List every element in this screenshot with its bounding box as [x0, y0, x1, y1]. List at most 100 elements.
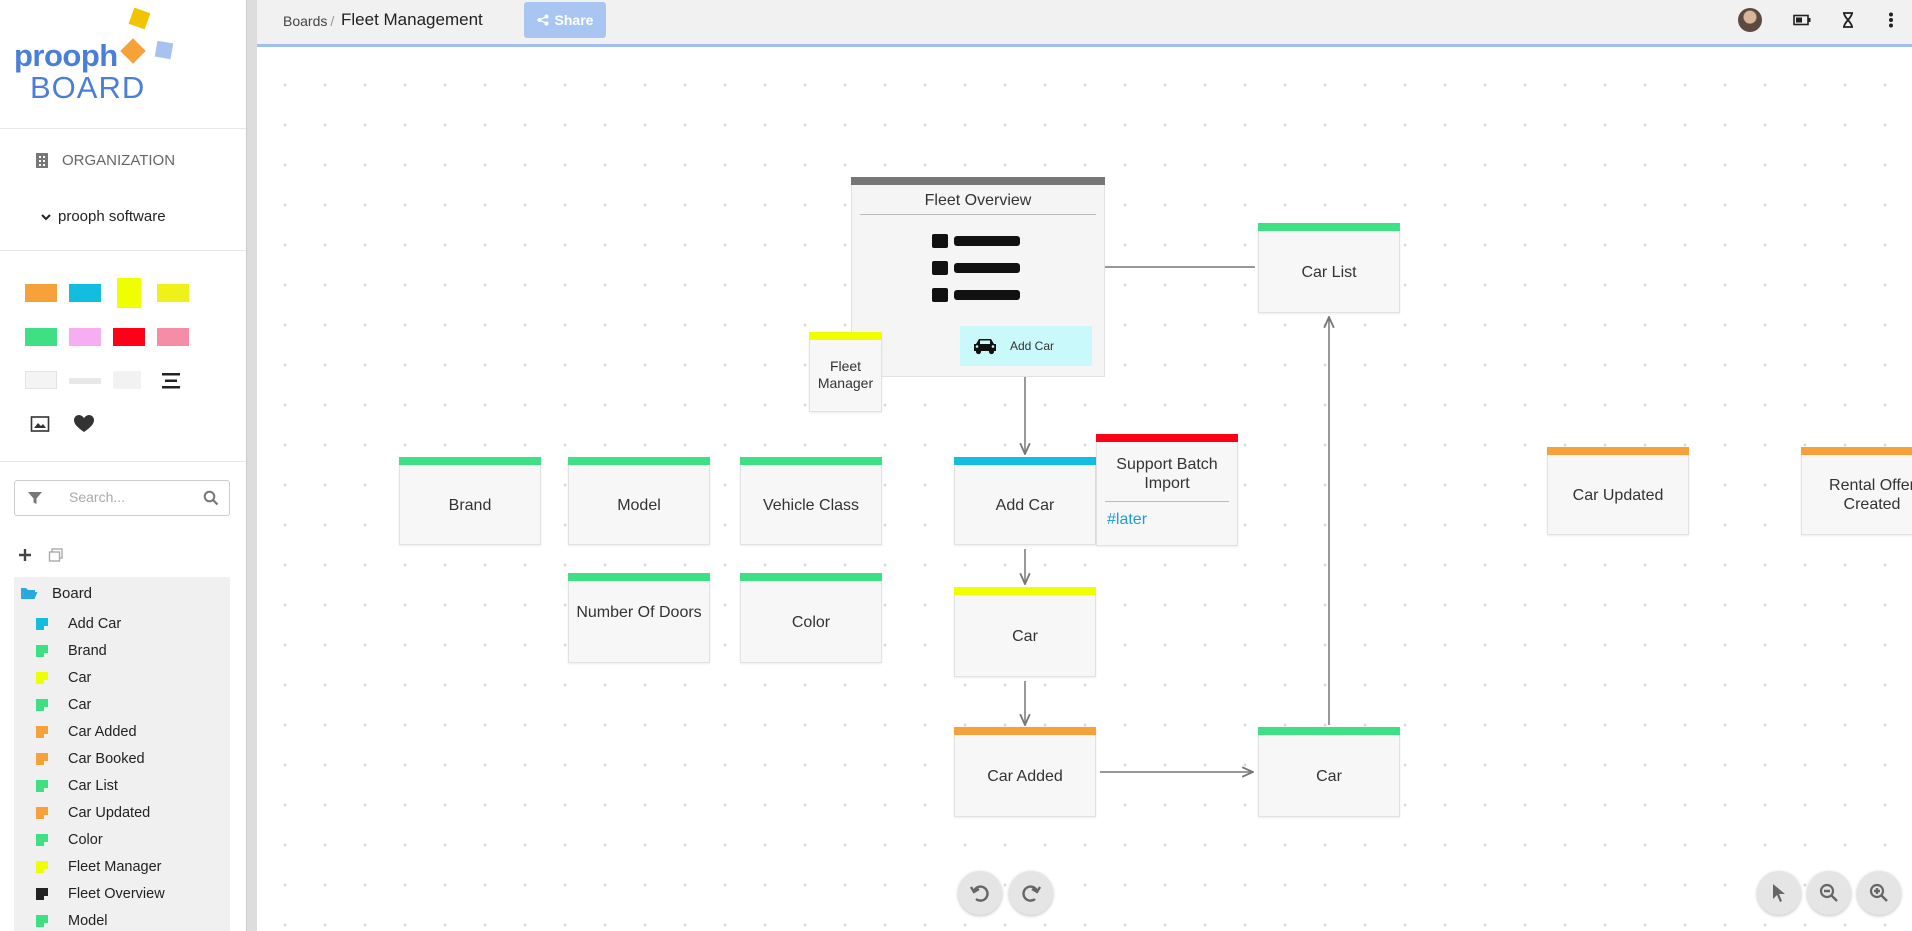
undo-button[interactable] [958, 871, 1002, 915]
logo-square-blue [154, 40, 174, 60]
share-button[interactable]: Share [524, 2, 606, 38]
aggregate-card-label: Car [1012, 627, 1038, 645]
palette-frame-element[interactable] [113, 371, 141, 389]
info-card-brand[interactable]: Brand [399, 457, 541, 545]
info-card-label: Car [1316, 767, 1342, 785]
palette-hotspot-sticky[interactable] [113, 328, 145, 346]
palette-role-sticky[interactable] [157, 284, 189, 302]
palette-event-sticky[interactable] [25, 284, 57, 302]
info-card-bar [568, 457, 710, 465]
sticky-note-icon [36, 699, 48, 711]
battery-icon[interactable] [1793, 14, 1811, 26]
later-tag[interactable]: #later [1107, 511, 1148, 528]
filter-icon[interactable] [27, 490, 43, 506]
tree-root-board[interactable]: Board [20, 581, 92, 605]
building-icon [36, 153, 48, 168]
tree-item[interactable]: Car [36, 694, 91, 716]
search-icon[interactable] [203, 490, 219, 506]
chevron-down-icon [41, 213, 51, 220]
organization-link[interactable]: ORGANIZATION [36, 152, 175, 169]
align-center-icon[interactable] [160, 371, 182, 391]
tree-item-label: Car List [68, 778, 118, 794]
hotspot-card-separator [1105, 501, 1229, 502]
heart-icon[interactable] [73, 414, 95, 434]
board-canvas[interactable]: Fleet Overview Add Car Fleet Manager Bra… [257, 47, 1912, 931]
event-card-car-updated[interactable]: Car Updated [1547, 447, 1689, 535]
add-car-ui-button-label: Add Car [1010, 339, 1055, 353]
zoom-in-icon [1869, 883, 1888, 902]
hotspot-card-support-batch-import[interactable]: Support Batch Import #later [1096, 434, 1238, 546]
hotspot-card-label: Support Batch Import [1116, 456, 1218, 492]
info-card-label: Car List [1301, 263, 1357, 281]
palette-aggregate-sticky[interactable] [117, 278, 141, 308]
tree-item[interactable]: Brand [36, 640, 107, 662]
add-car-ui-button[interactable]: Add Car [960, 326, 1092, 366]
event-card-bar [954, 727, 1096, 735]
fleet-overview-separator [860, 214, 1096, 215]
redo-button[interactable] [1009, 871, 1053, 915]
tree-item-label: Car Updated [68, 805, 151, 821]
hourglass-icon[interactable] [1842, 12, 1854, 28]
tree-item[interactable]: Color [36, 829, 103, 851]
tree-item[interactable]: Car Added [36, 721, 137, 743]
tree-item[interactable]: Add Car [36, 613, 121, 635]
palette-free-text-sticky[interactable] [25, 371, 57, 389]
tree-item[interactable]: Fleet Manager [36, 856, 162, 878]
tree-item-label: Color [68, 832, 103, 848]
sticky-note-icon [36, 672, 48, 684]
image-icon[interactable] [30, 415, 50, 433]
info-card-bar [1258, 727, 1400, 735]
tree-item[interactable]: Car List [36, 775, 118, 797]
tree-item[interactable]: Model [36, 910, 108, 931]
more-vertical-icon[interactable] [1888, 12, 1894, 28]
tree-toolbar [18, 548, 64, 562]
breadcrumb-boards[interactable]: Boards/ [283, 13, 334, 29]
role-card-label: Fleet Manager [817, 358, 874, 391]
redo-icon [1022, 885, 1042, 902]
role-card-fleet-manager[interactable]: Fleet Manager [809, 332, 882, 412]
ui-card-fleet-overview[interactable]: Fleet Overview Add Car [851, 177, 1105, 377]
breadcrumb-boards-label[interactable]: Boards [283, 13, 328, 29]
palette-external-sticky[interactable] [157, 328, 189, 346]
team-selector[interactable]: prooph software [40, 208, 166, 225]
palette-line-element[interactable] [69, 378, 101, 384]
zoom-out-button[interactable] [1807, 871, 1851, 915]
sticky-note-icon [36, 618, 48, 630]
tree-item[interactable]: Car Booked [36, 748, 145, 770]
tree-item[interactable]: Car [36, 667, 91, 689]
user-avatar[interactable] [1738, 8, 1762, 32]
event-card-rental-offer-created[interactable]: Rental Offer Created [1801, 447, 1912, 535]
info-card-car[interactable]: Car [1258, 727, 1400, 817]
info-card-color[interactable]: Color [740, 573, 882, 663]
search-input[interactable] [67, 488, 201, 506]
info-card-number-of-doors[interactable]: Number Of Doors [568, 573, 710, 663]
tree-item[interactable]: Fleet Overview [36, 883, 165, 905]
tree-item-label: Car [68, 697, 92, 713]
sticky-note-icon [36, 834, 48, 846]
add-icon[interactable] [18, 548, 32, 562]
info-card-bar [1258, 223, 1400, 231]
event-card-car-added[interactable]: Car Added [954, 727, 1096, 817]
palette-policy-sticky[interactable] [69, 328, 101, 346]
info-card-vehicle-class[interactable]: Vehicle Class [740, 457, 882, 545]
prooph-board-logo[interactable]: prooph BOARD [0, 0, 246, 129]
sidebar-scrollbar[interactable] [246, 0, 257, 931]
palette-information-sticky[interactable] [25, 328, 57, 346]
info-card-bar [568, 573, 710, 581]
tree-item[interactable]: Car Updated [36, 802, 150, 824]
event-card-label: Car Updated [1572, 486, 1664, 504]
info-card-bar [740, 457, 882, 465]
undo-icon [969, 885, 989, 902]
palette-command-sticky[interactable] [69, 284, 101, 302]
tree-item-label: Brand [68, 643, 107, 659]
info-card-label: Vehicle Class [762, 496, 860, 514]
info-card-model[interactable]: Model [568, 457, 710, 545]
tree-item-label: Car [68, 670, 92, 686]
collapse-all-icon[interactable] [48, 548, 64, 562]
zoom-in-button[interactable] [1857, 871, 1901, 915]
aggregate-card-car[interactable]: Car [954, 587, 1096, 677]
info-card-bar [740, 573, 882, 581]
info-card-car-list[interactable]: Car List [1258, 223, 1400, 313]
select-tool-button[interactable] [1757, 871, 1801, 915]
command-card-add-car[interactable]: Add Car [954, 457, 1096, 545]
